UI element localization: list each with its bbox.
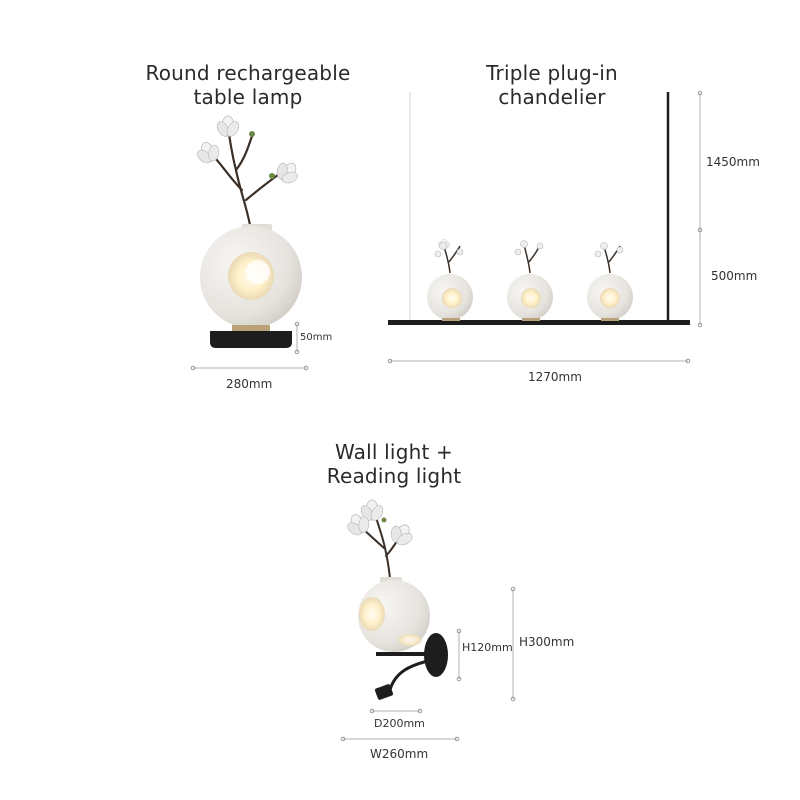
leaf-icon [381, 517, 387, 523]
chandelier-lamp [587, 242, 633, 321]
table-lamp-height-label: 50mm [300, 332, 333, 343]
reading-light-head [374, 684, 394, 700]
chandelier-title-line2: chandelier [498, 85, 606, 109]
wall-light-width-label: W260mm [370, 747, 429, 761]
table-lamp-flower-icon [269, 155, 306, 191]
wall-light-h-total-label: H300mm [519, 635, 575, 649]
wall-light-h-small-label: H120mm [462, 641, 513, 654]
chandelier-lamp [427, 238, 473, 321]
chandelier-drop-label: 500mm [711, 269, 758, 283]
chandelier-width-label: 1270mm [528, 370, 582, 384]
leaf-icon [269, 173, 275, 179]
table-lamp-title: Round rechargeable table lamp [128, 61, 368, 109]
wall-light-title: Wall light + Reading light [274, 440, 514, 488]
table-lamp-flower-icon [214, 115, 242, 139]
chandelier-cord-label: 1450mm [706, 155, 760, 169]
reading-light-gooseneck [388, 658, 433, 691]
table-lamp-stem [232, 325, 270, 331]
chandelier-lamp [507, 240, 553, 321]
table-lamp-base [210, 331, 292, 348]
wall-light-mount [424, 633, 448, 677]
table-lamp [190, 115, 309, 371]
table-lamp-title-line2: table lamp [193, 85, 303, 109]
wall-light-flower-icon [383, 518, 419, 552]
table-lamp-title-line1: Round rechargeable [145, 61, 351, 85]
leaf-icon [249, 131, 255, 137]
chandelier [387, 90, 703, 364]
chandelier-title-line1: Triple plug-in [486, 61, 618, 85]
wall-light [340, 499, 516, 742]
chandelier-title: Triple plug-in chandelier [432, 61, 672, 109]
wall-light-title-line1: Wall light + [334, 440, 454, 464]
table-lamp-width-label: 280mm [226, 377, 273, 391]
wall-light-title-line2: Reading light [326, 464, 462, 488]
chandelier-bar [388, 320, 690, 325]
wall-light-depth-label: D200mm [374, 717, 425, 730]
